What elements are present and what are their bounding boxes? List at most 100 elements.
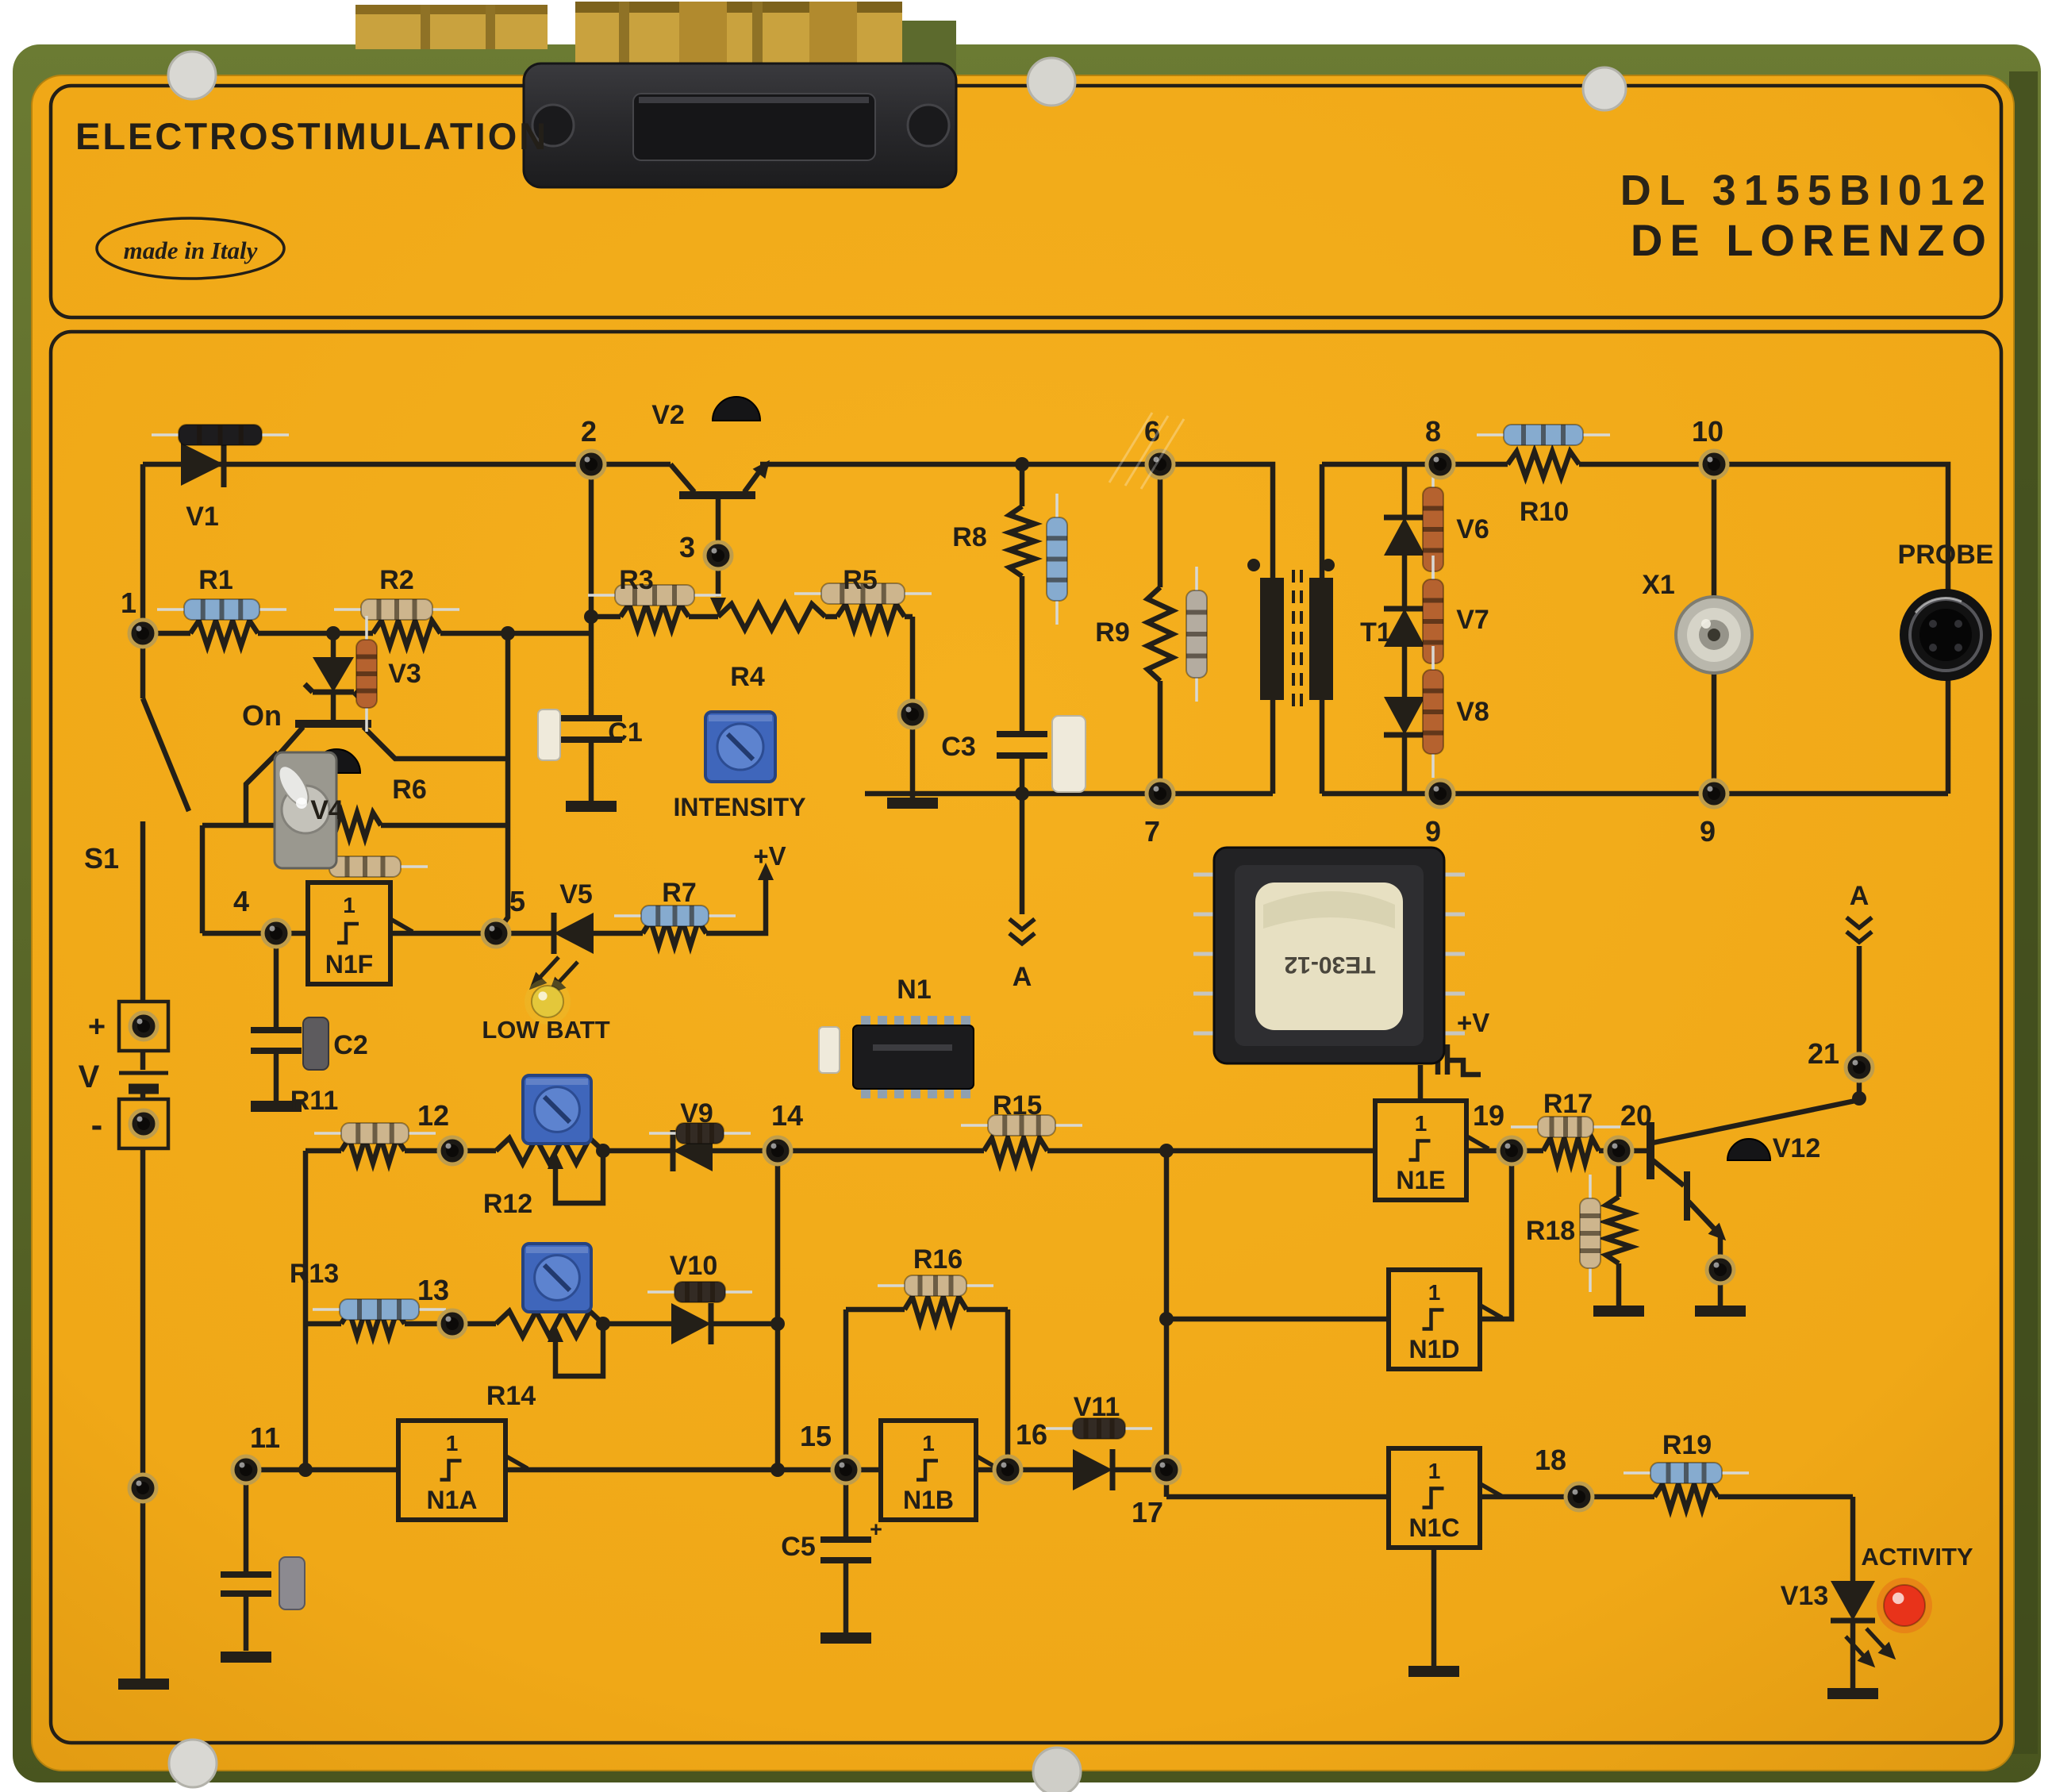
socket-7[interactable] (1144, 778, 1176, 809)
socket-16[interactable] (992, 1454, 1024, 1486)
socket-8[interactable] (1424, 448, 1456, 480)
label-a-left: A (1013, 962, 1032, 992)
label-r9: R9 (1095, 617, 1129, 648)
label-node-19: 19 (1473, 1099, 1504, 1132)
model-number: DL 3155BI012 (1620, 167, 1993, 214)
circuit-frame (48, 329, 2004, 1745)
label-node-11: 11 (250, 1421, 280, 1454)
socket-21[interactable] (1843, 1052, 1875, 1083)
label-a-right: A (1850, 881, 1869, 911)
label-r2: R2 (379, 565, 413, 595)
standoff-feet (167, 50, 1627, 1792)
label-r16: R16 (913, 1244, 963, 1275)
trimmer-r12[interactable] (521, 1074, 593, 1145)
trimmer-pots (521, 710, 777, 1313)
socket-bat-minus[interactable] (128, 1108, 159, 1140)
label-v6: V6 (1456, 514, 1489, 544)
label-c5: C5 (781, 1532, 815, 1562)
handle-post-right (906, 103, 951, 148)
label-r4: R4 (730, 662, 765, 692)
socket-2[interactable] (575, 448, 607, 480)
socket-15[interactable] (830, 1454, 862, 1486)
socket-9a[interactable] (1424, 778, 1456, 809)
made-in-italy-oval (95, 217, 286, 280)
label-node-5: 5 (509, 885, 525, 917)
label-r10: R10 (1520, 497, 1569, 527)
label-on: On (242, 699, 282, 732)
label-s1: S1 (84, 842, 119, 875)
trimmer-r14[interactable] (521, 1242, 593, 1313)
socket-bat-plus[interactable] (128, 1010, 159, 1042)
page-title: ELECTROSTIMULATION (75, 115, 548, 157)
socket-5[interactable] (480, 917, 512, 949)
label-node-13: 13 (417, 1274, 449, 1306)
label-v3: V3 (388, 659, 421, 689)
label-node-18: 18 (1535, 1444, 1566, 1476)
indicator-leds (525, 979, 1932, 1633)
label-r7: R7 (662, 878, 696, 908)
gate-num-N1B: 1 (922, 1431, 935, 1456)
label-r13: R13 (290, 1259, 339, 1289)
handle-recess (632, 93, 876, 161)
socket-18[interactable] (1563, 1481, 1595, 1513)
physical-components (152, 396, 1992, 1610)
label-plusv-left: +V (753, 841, 786, 871)
socket-3[interactable] (702, 540, 734, 571)
socket-6[interactable] (1144, 448, 1176, 480)
carry-handle[interactable] (522, 62, 958, 189)
socket-aux-emitter[interactable] (1704, 1254, 1736, 1286)
label-bat-v: V (79, 1059, 100, 1094)
label-v4: V4 (310, 795, 344, 825)
handle-post-left (531, 103, 575, 148)
label-c1: C1 (608, 717, 642, 748)
label-n1: N1 (897, 975, 931, 1005)
socket-1[interactable] (127, 617, 159, 649)
label-plusv-right: +V (1457, 1008, 1489, 1037)
label-v5: V5 (559, 879, 593, 909)
label-node-10: 10 (1692, 415, 1723, 448)
gate-name-N1D: N1D (1408, 1335, 1459, 1363)
socket-12[interactable] (436, 1135, 468, 1167)
intensity-trimmer-r4[interactable] (704, 710, 777, 783)
socket-17[interactable] (1151, 1454, 1182, 1486)
label-node-21: 21 (1808, 1037, 1839, 1070)
socket-20[interactable] (1603, 1135, 1635, 1167)
label-te30: TE30-12 (1284, 952, 1375, 978)
label-c5-plus: + (870, 1517, 882, 1541)
label-v9: V9 (680, 1098, 713, 1129)
socket-19[interactable] (1496, 1135, 1527, 1167)
label-r15: R15 (993, 1090, 1042, 1121)
label-v7: V7 (1456, 605, 1489, 635)
gate-name-N1E: N1E (1396, 1166, 1445, 1194)
socket-11[interactable] (230, 1454, 262, 1486)
socket-9b[interactable] (1698, 778, 1730, 809)
socket-14[interactable] (762, 1135, 794, 1167)
surface-scratches (1108, 412, 1185, 490)
label-r1: R1 (198, 565, 232, 595)
gate-name-N1F: N1F (325, 950, 373, 979)
label-x1: X1 (1642, 570, 1675, 600)
socket-aux-rail[interactable] (127, 1472, 159, 1504)
label-r12: R12 (483, 1189, 532, 1219)
gate-name-N1C: N1C (1408, 1513, 1459, 1542)
label-v10: V10 (670, 1251, 718, 1281)
label-v12: V12 (1773, 1133, 1821, 1163)
socket-4[interactable] (260, 917, 292, 949)
label-node-9b: 9 (1700, 815, 1716, 848)
gate-name-N1B: N1B (903, 1486, 954, 1514)
label-r5: R5 (843, 565, 877, 595)
header-frame (48, 83, 2004, 320)
gate-name-N1A: N1A (426, 1486, 477, 1514)
socket-aux-r5-leg[interactable] (897, 698, 928, 730)
socket-10[interactable] (1698, 448, 1730, 480)
label-node-4: 4 (233, 885, 249, 917)
header: ELECTROSTIMULATION made in Italy DL 3155… (75, 115, 1993, 280)
label-node-15: 15 (800, 1420, 832, 1452)
socket-13[interactable] (436, 1308, 468, 1340)
label-node-2: 2 (581, 415, 597, 448)
label-r8: R8 (952, 522, 986, 552)
